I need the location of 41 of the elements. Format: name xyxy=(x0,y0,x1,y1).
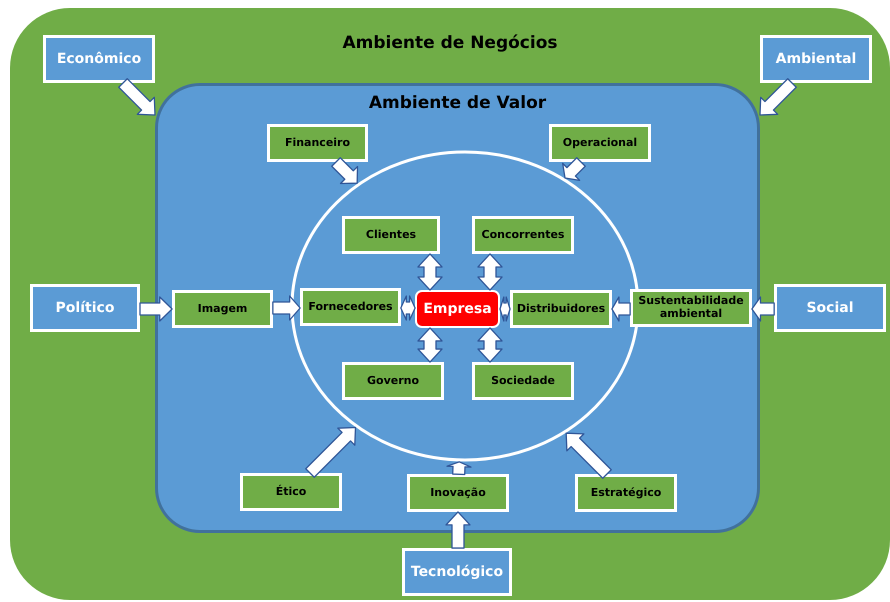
factor-box: Financeiro xyxy=(267,124,368,162)
block-arrow xyxy=(445,511,471,549)
block-arrow xyxy=(751,296,775,322)
inner-panel xyxy=(155,83,760,533)
block-arrow xyxy=(611,296,631,322)
factor-box: Governo xyxy=(342,362,444,400)
block-arrow xyxy=(446,461,472,476)
block-arrow xyxy=(331,157,358,184)
block-arrow xyxy=(118,78,156,116)
block-arrow xyxy=(272,295,301,321)
environment-box: Social xyxy=(774,284,886,332)
environment-box: Tecnológico xyxy=(402,548,512,596)
block-arrow xyxy=(417,253,443,291)
block-arrow xyxy=(477,327,503,363)
block-arrow xyxy=(417,327,443,363)
factor-box: Sustentabilidade ambiental xyxy=(630,289,752,327)
factor-box: Sociedade xyxy=(472,362,574,400)
factor-box: Operacional xyxy=(549,124,651,162)
factor-box: Ético xyxy=(240,473,342,511)
environment-box: Econômico xyxy=(43,35,155,83)
block-arrow xyxy=(139,296,173,322)
company-box: Empresa xyxy=(415,290,500,328)
factor-box: Estratégico xyxy=(575,474,677,512)
environment-box: Político xyxy=(30,284,140,332)
block-arrow xyxy=(499,296,511,322)
environment-box: Ambiental xyxy=(760,35,872,83)
block-arrow xyxy=(566,432,612,479)
factor-box: Clientes xyxy=(342,216,440,254)
block-arrow xyxy=(562,157,586,181)
panel-title: Ambiente de Valor xyxy=(368,94,548,114)
block-arrow xyxy=(400,295,416,321)
block-arrow xyxy=(759,78,797,116)
block-arrow xyxy=(305,426,356,478)
factor-box: Fornecedores xyxy=(300,288,401,326)
panel-title: Ambiente de Negócios xyxy=(342,34,558,54)
factor-box: Concorrentes xyxy=(472,216,574,254)
factor-box: Inovação xyxy=(407,474,509,512)
factor-box: Imagem xyxy=(172,290,273,328)
outer-panel xyxy=(10,8,890,600)
factor-box: Distribuidores xyxy=(510,290,612,328)
block-arrow xyxy=(477,253,503,291)
